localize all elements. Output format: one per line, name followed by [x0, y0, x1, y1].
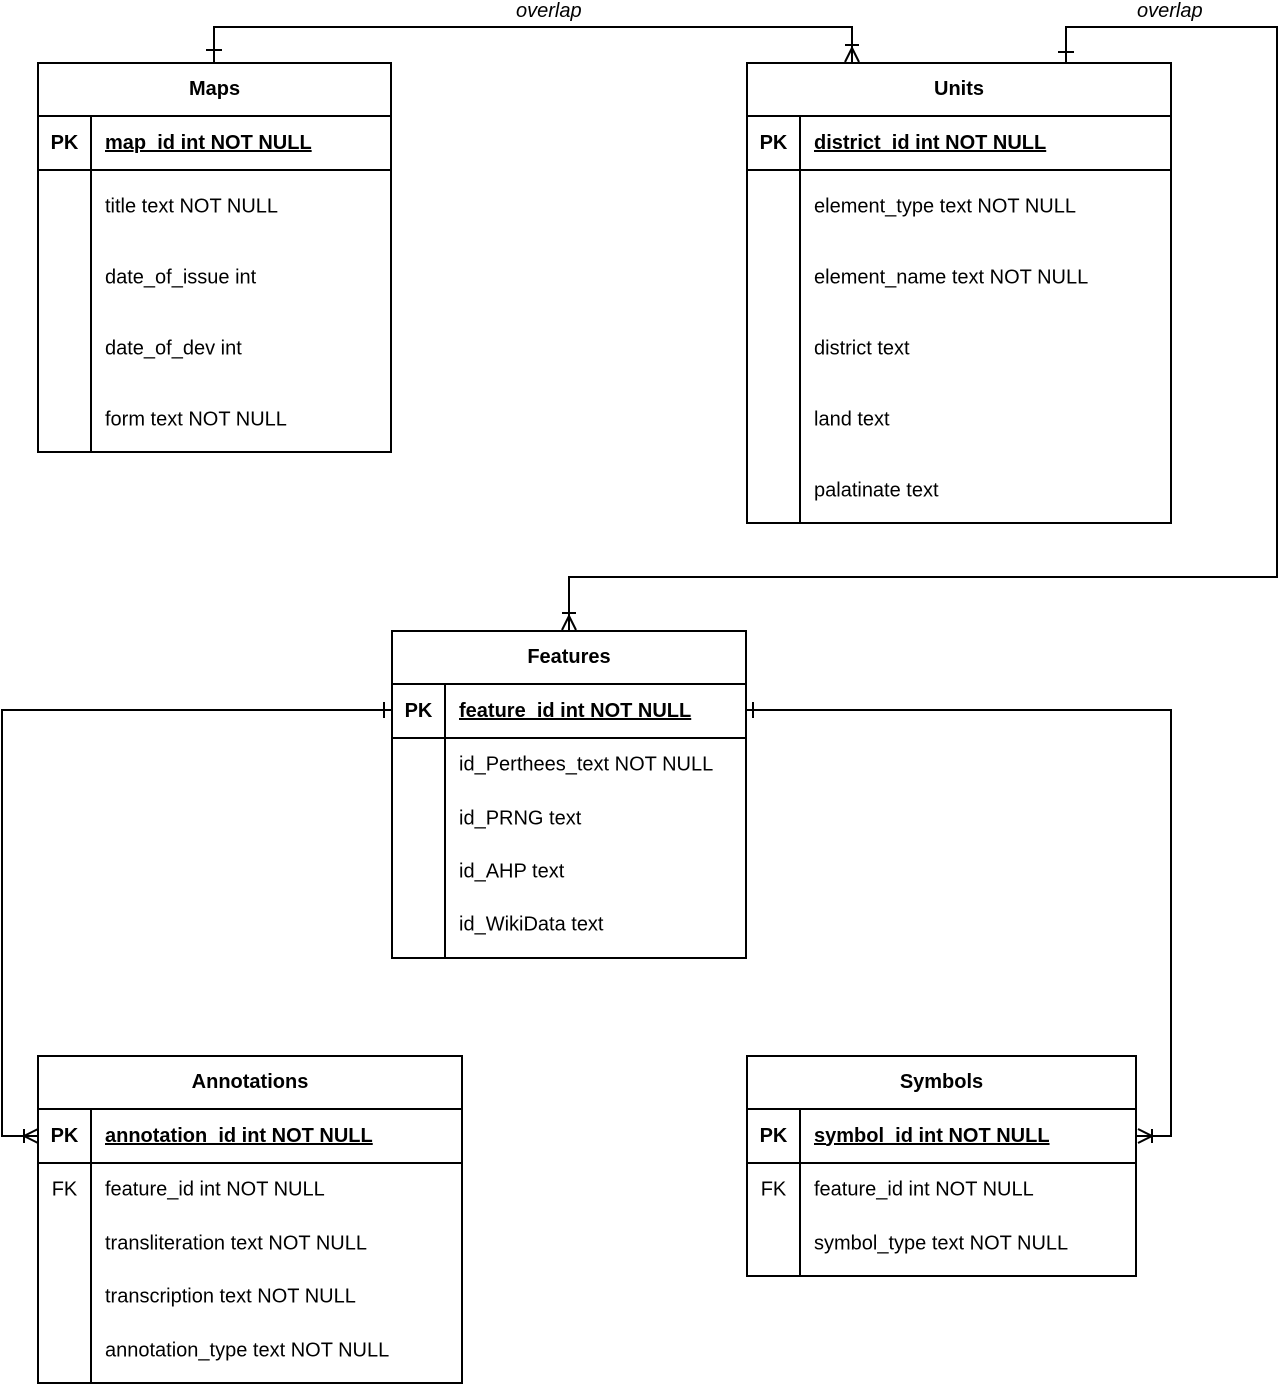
attribute: palatinate text	[814, 479, 939, 502]
pk-row: PK symbol_id int NOT NULL	[748, 1110, 1135, 1164]
fk-marker: FK	[51, 1178, 78, 1201]
attribute: transliteration text NOT NULL	[105, 1232, 367, 1255]
attribute-list: id_Perthees_text NOT NULL id_PRNG text i…	[446, 739, 745, 957]
pk-row: PK annotation_id int NOT NULL	[39, 1110, 461, 1164]
attribute: date_of_dev int	[105, 337, 242, 360]
attribute: form text NOT NULL	[105, 408, 287, 431]
crowfoot-annotations-top	[23, 1128, 39, 1137]
relation-maps-units	[213, 26, 853, 62]
entity-title: Features	[393, 632, 745, 685]
relation-units-features	[568, 26, 1278, 630]
attribute-list: feature_id int NOT NULL symbol_type text…	[801, 1164, 1135, 1275]
overlap-label-units-features: overlap	[1137, 0, 1203, 22]
pk-field: feature_id int NOT NULL	[459, 699, 692, 722]
attribute-body: FK feature_id int NOT NULL symbol_type t…	[748, 1164, 1135, 1275]
overlap-label-maps-units: overlap	[516, 0, 582, 22]
attribute: element_name text NOT NULL	[814, 266, 1089, 289]
attribute: feature_id int NOT NULL	[105, 1178, 325, 1201]
key-column	[39, 171, 92, 451]
crowfoot-units-left	[844, 47, 853, 63]
pk-marker: PK	[748, 117, 801, 169]
entity-maps: Maps PK map_id int NOT NULL title text N…	[37, 62, 392, 453]
attribute-body: title text NOT NULL date_of_issue int da…	[39, 171, 390, 451]
attribute: transcription text NOT NULL	[105, 1285, 356, 1308]
entity-title: Maps	[39, 64, 390, 117]
pk-row: PK map_id int NOT NULL	[39, 117, 390, 171]
pk-marker: PK	[393, 685, 446, 737]
key-column: FK	[39, 1164, 92, 1382]
attribute: annotation_type text NOT NULL	[105, 1339, 390, 1362]
relation-features-symbols	[746, 709, 1172, 1137]
pk-field: symbol_id int NOT NULL	[814, 1124, 1050, 1147]
attribute-body: id_Perthees_text NOT NULL id_PRNG text i…	[393, 739, 745, 957]
attribute: id_AHP text	[459, 860, 565, 883]
pk-field: annotation_id int NOT NULL	[105, 1124, 373, 1147]
attribute: title text NOT NULL	[105, 195, 279, 218]
attribute: symbol_type text NOT NULL	[814, 1232, 1069, 1255]
crowfoot-units-right	[851, 47, 860, 63]
attribute: id_WikiData text	[459, 913, 604, 936]
crowfoot-features-right	[568, 615, 577, 631]
attribute: element_type text NOT NULL	[814, 195, 1076, 218]
attribute-body: element_type text NOT NULL element_name …	[748, 171, 1170, 522]
crowfoot-features-left	[561, 615, 570, 631]
pk-field: district_id int NOT NULL	[814, 131, 1047, 154]
entity-annotations: Annotations PK annotation_id int NOT NUL…	[37, 1055, 463, 1384]
entity-title: Units	[748, 64, 1170, 117]
attribute: id_Perthees_text NOT NULL	[459, 753, 714, 776]
crowfoot-symbols-bottom	[1137, 1135, 1153, 1144]
crowfoot-symbols-top	[1137, 1128, 1153, 1137]
attribute-body: FK feature_id int NOT NULL transliterati…	[39, 1164, 461, 1382]
entity-title: Symbols	[748, 1057, 1135, 1110]
attribute: date_of_issue int	[105, 266, 257, 289]
attribute: land text	[814, 408, 890, 431]
pk-row: PK feature_id int NOT NULL	[393, 685, 745, 739]
key-column	[748, 171, 801, 522]
pk-marker: PK	[39, 1110, 92, 1162]
key-column: FK	[748, 1164, 801, 1275]
crowfoot-annotations-bottom	[23, 1135, 39, 1144]
attribute-list: element_type text NOT NULL element_name …	[801, 171, 1170, 522]
attribute: feature_id int NOT NULL	[814, 1178, 1034, 1201]
pk-marker: PK	[39, 117, 92, 169]
attribute: id_PRNG text	[459, 807, 582, 830]
attribute-list: feature_id int NOT NULL transliteration …	[92, 1164, 461, 1382]
attribute: district text	[814, 337, 910, 360]
pk-row: PK district_id int NOT NULL	[748, 117, 1170, 171]
fk-marker: FK	[760, 1178, 787, 1201]
attribute-list: title text NOT NULL date_of_issue int da…	[92, 171, 390, 451]
entity-title: Annotations	[39, 1057, 461, 1110]
pk-field: map_id int NOT NULL	[105, 131, 312, 154]
entity-symbols: Symbols PK symbol_id int NOT NULL FK fea…	[746, 1055, 1137, 1277]
pk-marker: PK	[748, 1110, 801, 1162]
relation-features-annotations	[1, 709, 392, 1137]
entity-features: Features PK feature_id int NOT NULL id_P…	[391, 630, 747, 959]
entity-units: Units PK district_id int NOT NULL elemen…	[746, 62, 1172, 524]
key-column	[393, 739, 446, 957]
